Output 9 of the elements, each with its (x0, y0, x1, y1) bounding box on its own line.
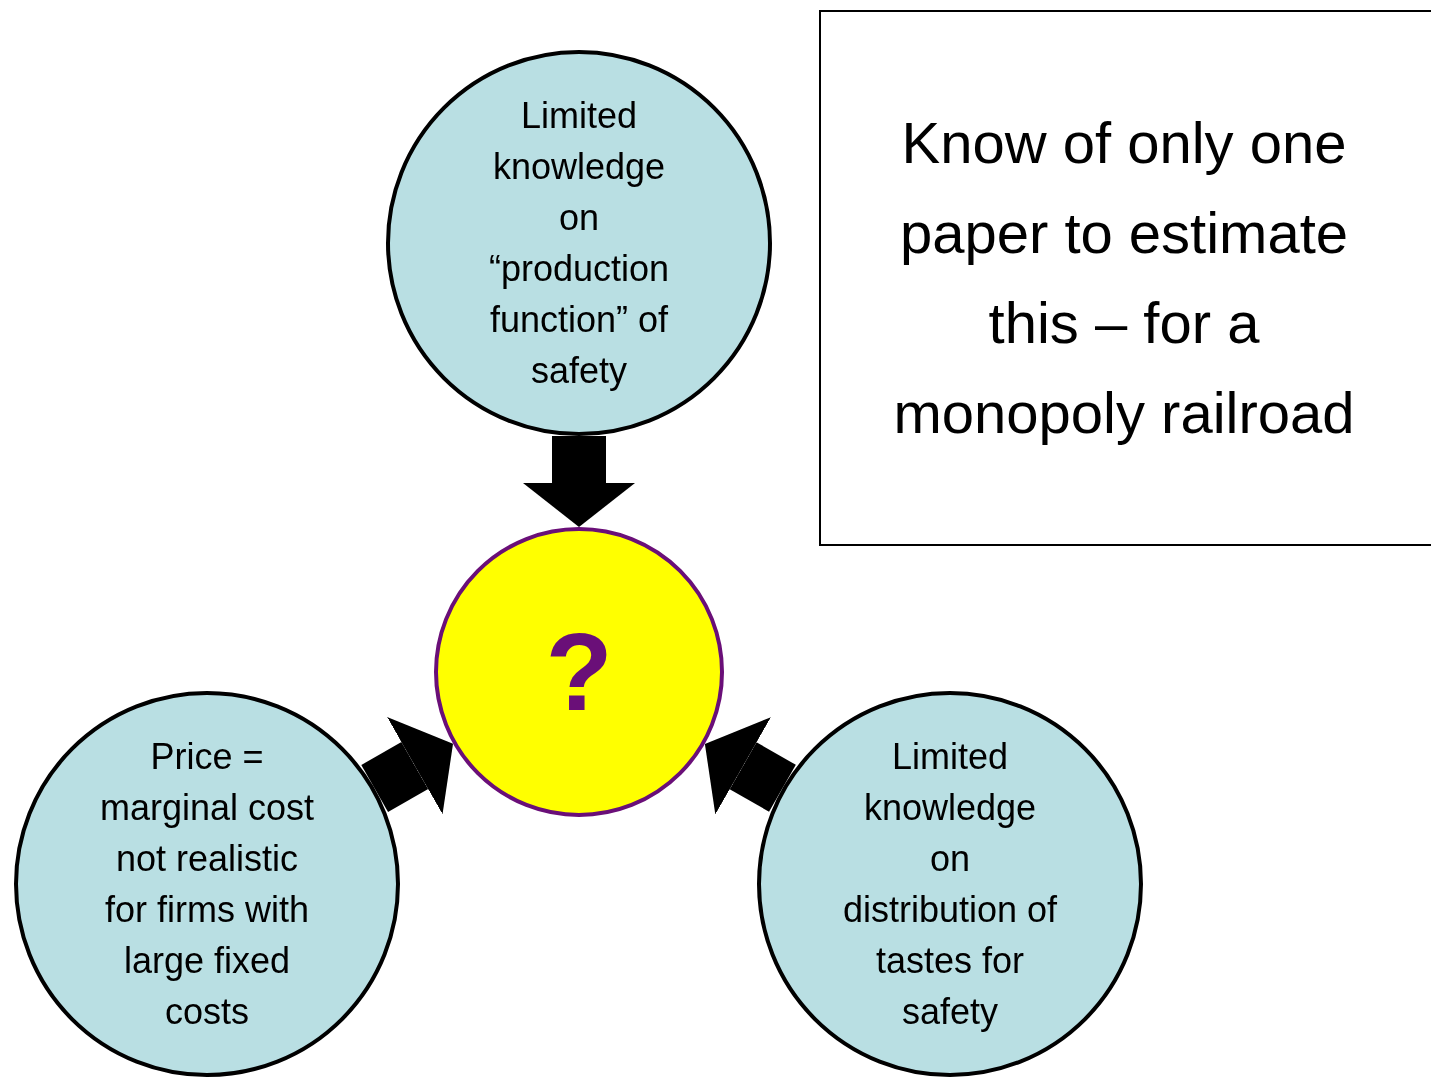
note-box (819, 10, 1431, 546)
note-text: Know of only one paper to estimate this – for a monopoly railroad (892, 109, 1356, 447)
block-arrow (704, 717, 796, 815)
block-arrow (361, 716, 453, 815)
question-mark: ? (545, 617, 613, 727)
node-text: Limited knowledge on distribution of tastes for safety (841, 734, 1059, 1035)
node-text: Limited knowledge on “production function” of safety (487, 93, 671, 394)
block-arrow (523, 436, 635, 527)
node-text: Price = marginal cost not realistic for firms with large fixed costs (98, 734, 316, 1035)
